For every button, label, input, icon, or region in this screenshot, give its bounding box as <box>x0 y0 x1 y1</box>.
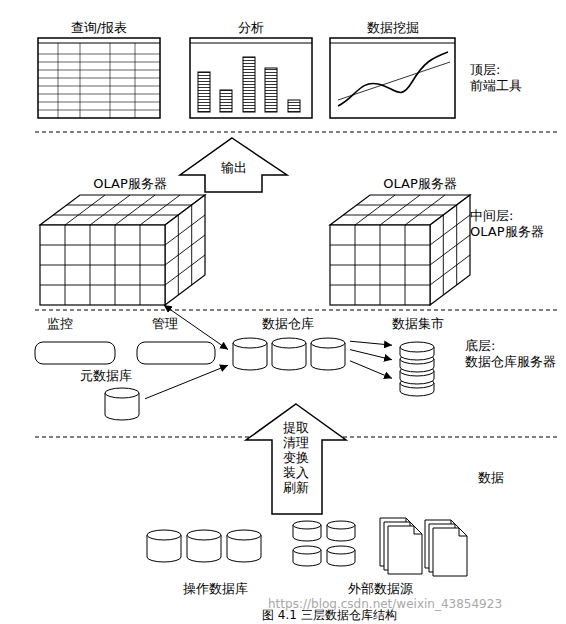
trend-line <box>338 62 450 100</box>
cube-grid <box>330 195 470 305</box>
flow-arrow <box>350 341 392 345</box>
diagram-node: 管理 <box>137 316 215 364</box>
diagram-node: OLAP服务器 <box>40 176 205 305</box>
panel-frame <box>38 38 160 118</box>
diagram-node: 数据挖掘 <box>330 20 455 118</box>
database-cylinder <box>233 338 267 370</box>
small-cylinder <box>327 546 355 566</box>
node-text: 查询/报表 <box>38 20 160 35</box>
etl-arrow <box>246 404 346 514</box>
diagram-node: 提取 清理 变换 装入 刷新 <box>246 404 346 514</box>
diagram-node: OLAP服务器 <box>330 176 470 305</box>
panel-band <box>190 42 312 43</box>
bar <box>220 90 232 112</box>
panel-frame <box>330 38 455 118</box>
database-cylinder <box>311 338 345 370</box>
database-cylinder <box>147 530 181 562</box>
node-text: 管理 <box>142 316 187 331</box>
mart-disc <box>400 342 434 360</box>
flow-arrow <box>350 361 392 379</box>
mining-curve <box>338 52 448 106</box>
tier-label: 中间层: OLAP服务器 <box>470 208 555 240</box>
document-page <box>433 528 467 576</box>
diagram-node: 元数据库 <box>78 368 145 424</box>
diagram-node: 数据集市 <box>392 316 444 397</box>
diagram-node: 数据仓库 <box>228 316 350 372</box>
flow-arrow <box>350 350 392 360</box>
diagram-node: 外部数据源 <box>290 518 468 598</box>
database-cylinder <box>227 530 261 562</box>
bar <box>243 57 255 112</box>
node-text: 输出 <box>180 160 287 175</box>
database-cylinder <box>187 530 221 562</box>
node-text: 外部数据源 <box>330 581 430 596</box>
panel-band <box>330 42 455 43</box>
output-arrow <box>180 138 287 192</box>
flow-arrow <box>145 365 228 399</box>
diagram-node: 操作数据库 <box>145 528 265 598</box>
tier-label: 底层: 数据仓库服务器 <box>465 338 562 370</box>
node-text: 数据挖掘 <box>330 20 455 35</box>
bar <box>198 72 210 112</box>
tier-label: 顶层: 前端工具 <box>470 62 550 94</box>
tier-label: 数据 <box>478 470 518 486</box>
small-cylinder <box>293 546 321 566</box>
node-text: 操作数据库 <box>155 581 275 596</box>
bar <box>288 100 300 112</box>
panel-frame <box>190 38 312 118</box>
node-text: 数据集市 <box>388 316 448 331</box>
database-cylinder <box>272 338 306 370</box>
node-text: 监控 <box>35 316 85 331</box>
diagram-node: 查询/报表 <box>38 20 160 118</box>
node-text: 分析 <box>190 20 312 35</box>
node-text: OLAP服务器 <box>75 176 185 191</box>
panel-band <box>38 42 160 43</box>
node-text: 元数据库 <box>80 368 142 383</box>
document-page <box>388 526 422 574</box>
diagram-node: 输出 <box>180 138 287 192</box>
small-cylinder <box>293 521 321 541</box>
rounded-box <box>35 342 115 364</box>
node-text: OLAP服务器 <box>370 176 470 191</box>
figure-caption: 图 4.1 三层数据仓库结构 <box>262 608 397 623</box>
diagram-node: 监控 <box>35 316 115 364</box>
diagram-node: 分析 <box>190 20 312 118</box>
tier-divider <box>35 132 560 437</box>
bar <box>265 68 277 112</box>
table-grid <box>38 43 160 118</box>
database-cylinder <box>105 388 139 420</box>
small-cylinder <box>327 521 355 541</box>
node-text: 提取 清理 变换 装入 刷新 <box>282 420 310 495</box>
node-text: 数据仓库 <box>248 316 328 331</box>
cube-grid <box>40 195 205 305</box>
rounded-box <box>137 342 215 364</box>
